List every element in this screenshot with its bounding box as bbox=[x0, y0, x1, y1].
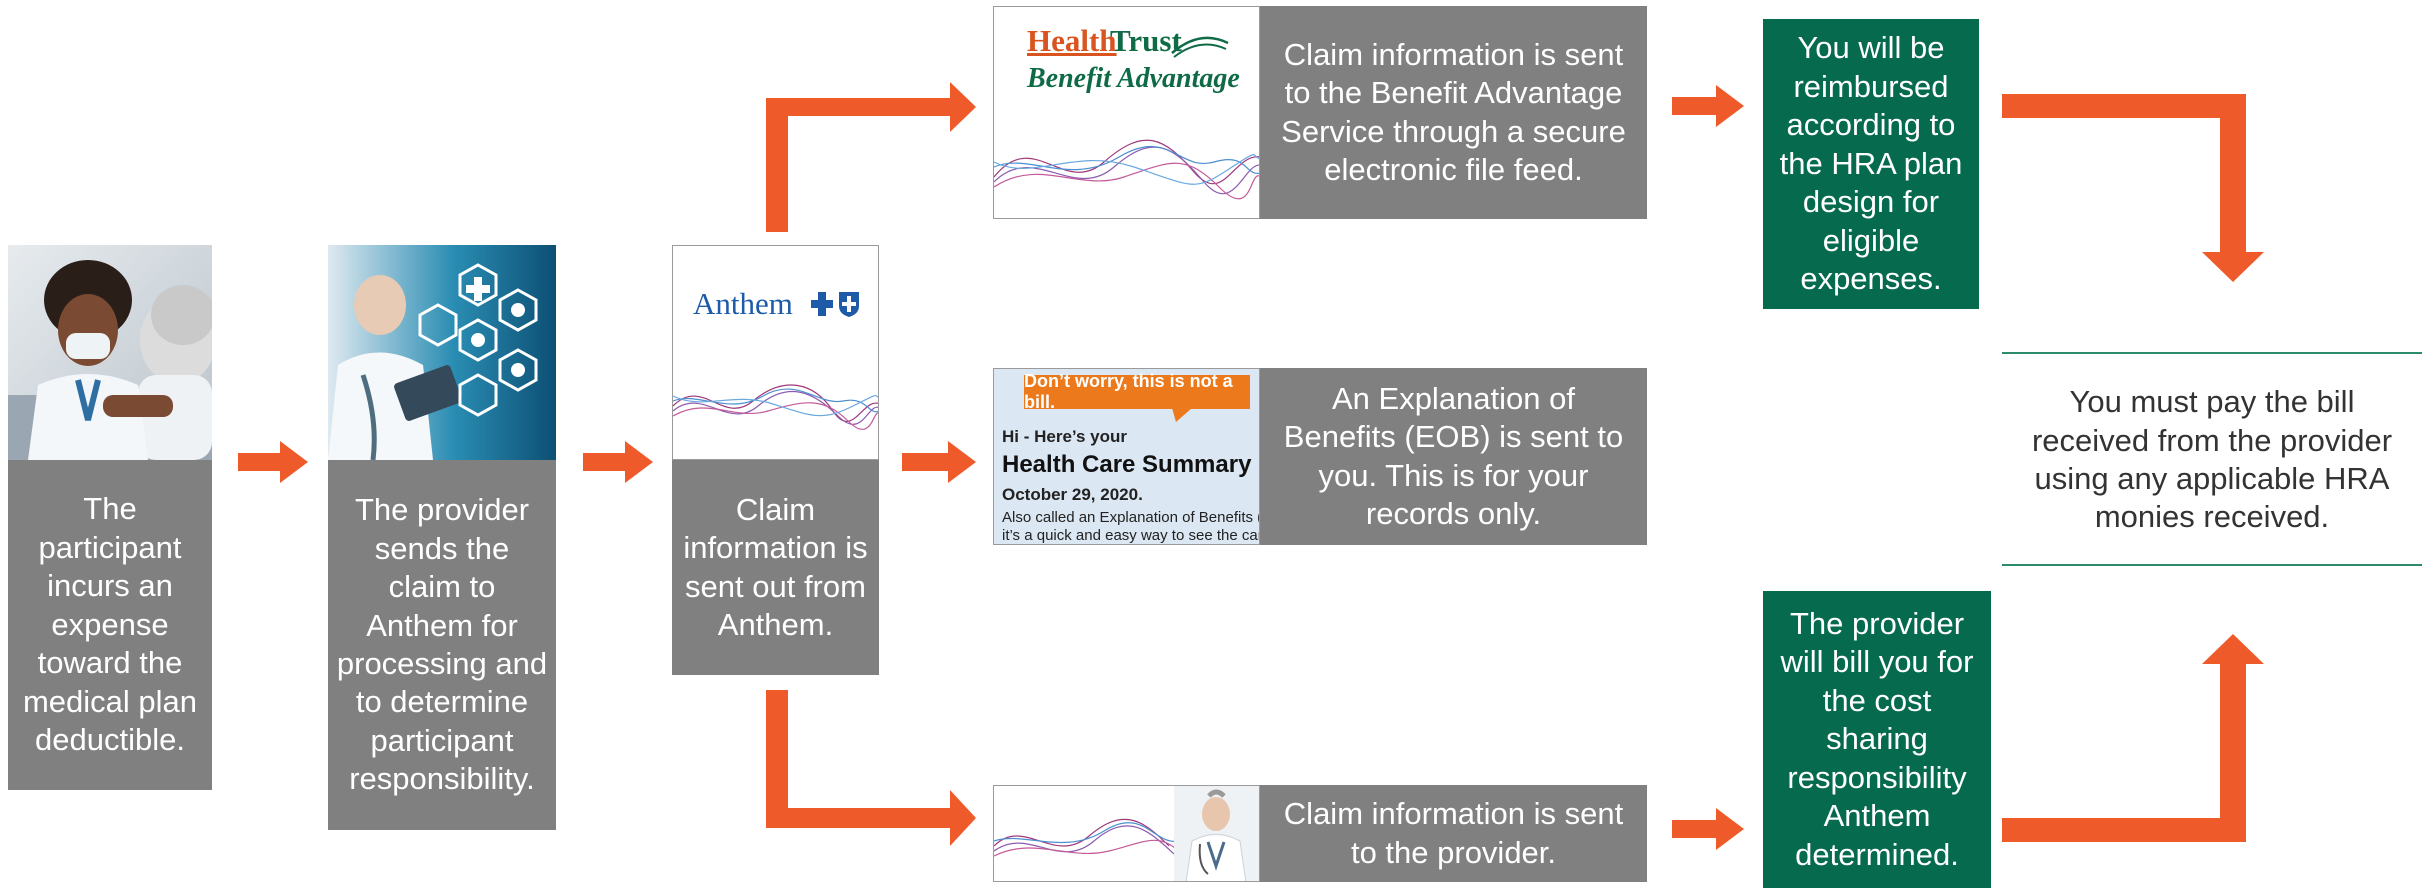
branch-middle-text: An Explanation of Benefits (EOB) is sent… bbox=[1283, 380, 1624, 531]
participant-photo bbox=[8, 245, 212, 460]
blue-cross-shield-icon bbox=[811, 292, 859, 317]
arrow-right-1 bbox=[238, 441, 308, 483]
step-provider-sends: The provider sends the claim to Anthem f… bbox=[328, 460, 556, 830]
branch-top-text-box: Claim information is sent to the Benefit… bbox=[1260, 6, 1647, 219]
doctor-wave-thumbnail bbox=[993, 785, 1260, 882]
healthtrust-logo-card: Health Trust Benefit Advantage bbox=[993, 6, 1260, 219]
step-participant-text: The participant incurs an expense toward… bbox=[22, 491, 198, 758]
divider-top bbox=[2002, 352, 2422, 354]
swoosh-icon bbox=[1171, 36, 1229, 58]
eob-banner-text: Don’t worry, this is not a bill. bbox=[1024, 371, 1233, 412]
wave-graphic bbox=[994, 139, 1259, 200]
provider-photo bbox=[328, 245, 556, 460]
healthtrust-logo-health: Health bbox=[1027, 23, 1117, 58]
healthtrust-logo-trust: Trust bbox=[1110, 23, 1182, 58]
eob-banner: Don’t worry, this is not a bill. bbox=[1024, 371, 1250, 412]
branch-middle-text-box: An Explanation of Benefits (EOB) is sent… bbox=[1260, 368, 1647, 545]
outcome-provider-bill-text: The provider will bill you for the cost … bbox=[1780, 605, 1974, 872]
arrow-branch-bottom bbox=[766, 690, 976, 846]
outcome-pay-bill: You must pay the bill received from the … bbox=[2002, 356, 2422, 564]
branch-top-text: Claim information is sent to the Benefit… bbox=[1281, 36, 1626, 187]
eob-title: Health Care Summary bbox=[1002, 451, 1252, 478]
arrow-right-bottom bbox=[1672, 808, 1744, 850]
arrow-elbow-up bbox=[2002, 634, 2264, 842]
eob-summary-thumbnail: Don’t worry, this is not a bill. Hi - He… bbox=[993, 368, 1260, 545]
outcome-pay-bill-text: You must pay the bill received from the … bbox=[2031, 384, 2393, 535]
banner-tail-icon bbox=[1172, 408, 1192, 422]
divider-bottom bbox=[2002, 564, 2422, 566]
outcome-provider-bill: The provider will bill you for the cost … bbox=[1763, 591, 1991, 888]
arrow-right-top bbox=[1672, 85, 1744, 127]
step-provider-sends-text: The provider sends the claim to Anthem f… bbox=[336, 492, 548, 797]
branch-bottom-text-box: Claim information is sent to the provide… bbox=[1260, 785, 1647, 882]
step-claim-out-text: Claim information is sent out from Anthe… bbox=[683, 491, 868, 642]
branch-bottom-text: Claim information is sent to the provide… bbox=[1283, 796, 1624, 870]
eob-body-line1: Also called an Explanation of Benefits (… bbox=[1002, 509, 1259, 526]
anthem-logo: Anthem bbox=[693, 286, 793, 321]
eob-body-line2: it’s a quick and easy way to see the car… bbox=[1002, 527, 1260, 544]
arrow-branch-middle bbox=[902, 441, 976, 483]
arrow-elbow-down bbox=[2002, 94, 2264, 282]
benefit-advantage-logo: Benefit Advantage bbox=[1027, 63, 1240, 94]
eob-greeting: Hi - Here’s your bbox=[1002, 427, 1128, 446]
eob-date: October 29, 2020. bbox=[1002, 485, 1143, 504]
wave-graphic bbox=[673, 384, 878, 430]
arrow-branch-top bbox=[766, 82, 976, 232]
outcome-reimbursed: You will be reimbursed according to the … bbox=[1763, 19, 1979, 309]
step-participant: The participant incurs an expense toward… bbox=[8, 460, 212, 790]
arrow-right-2 bbox=[583, 441, 653, 483]
outcome-reimbursed-text: You will be reimbursed according to the … bbox=[1779, 30, 1963, 297]
anthem-logo-card: Anthem bbox=[672, 245, 879, 460]
step-claim-out: Claim information is sent out from Anthe… bbox=[672, 460, 879, 675]
